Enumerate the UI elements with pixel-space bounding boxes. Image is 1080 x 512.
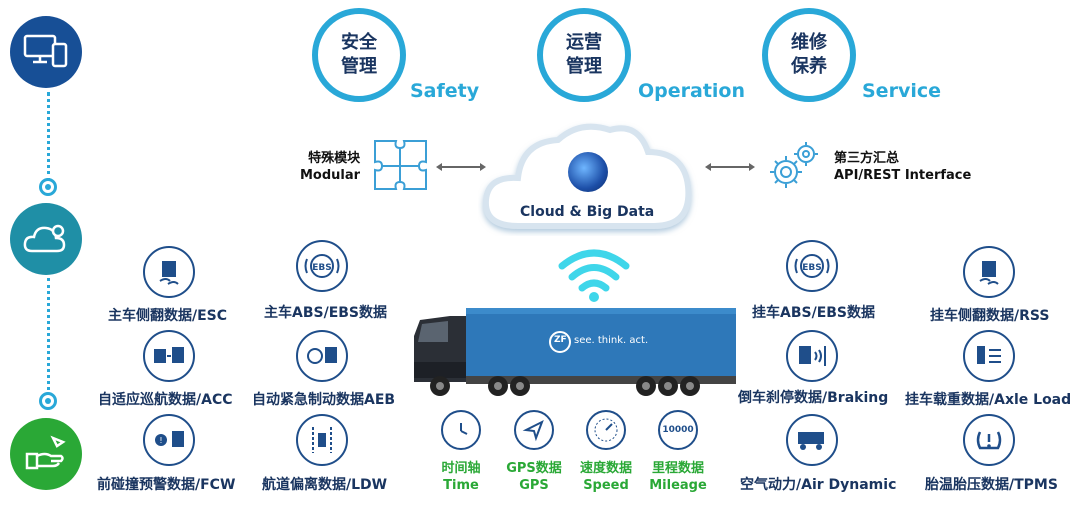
feature-label-rss: 挂车侧翻数据/RSS (930, 308, 1050, 324)
metric-time-en: Time (443, 478, 479, 493)
svg-text:!: ! (159, 436, 162, 445)
feature-label-ebs-main: 主车ABS/EBS数据 (264, 305, 388, 321)
api-cn: 第三方汇总 (834, 151, 900, 166)
fcw-icon: ! (143, 414, 195, 466)
truck-rollover-icon (143, 246, 195, 298)
wifi-icon (556, 246, 632, 308)
trailer-rollover-icon (963, 246, 1015, 298)
truck-slogan: see. think. act. (574, 335, 649, 346)
modular-cn: 特殊模块 (308, 151, 361, 166)
air-dynamic-icon (786, 414, 838, 466)
modular-en: Modular (300, 168, 361, 183)
metric-speed-en: Speed (583, 478, 629, 493)
ldw-icon (296, 414, 348, 466)
gps-arrow-icon (514, 410, 554, 450)
service-cn: 维修 保养 (791, 32, 827, 77)
operation-label: Operation (638, 80, 746, 102)
axle-load-icon (963, 330, 1015, 382)
metric-mileage: 里程数据 Mileage (638, 460, 718, 494)
puzzle-icon (372, 138, 430, 196)
api-text: 第三方汇总 API/REST Interface (834, 150, 971, 184)
feature-label-ldw: 航道偏离数据/LDW (262, 477, 388, 493)
cloud-gear-icon (10, 203, 82, 275)
feature-label-braking: 倒车刹停数据/Braking (738, 390, 889, 406)
metric-gps: GPS数据 GPS (494, 460, 574, 494)
feature-label-esc: 主车侧翻数据/ESC (108, 308, 228, 324)
hand-wrench-icon (10, 418, 82, 490)
aeb-icon (296, 330, 348, 382)
safety-circle: 安全 管理 (312, 8, 406, 102)
feature-label-acc: 自适应巡航数据/ACC (98, 392, 233, 408)
truck-logo: ZF (554, 335, 567, 345)
feature-label-air-dynamic: 空气动力/Air Dynamic (740, 477, 897, 493)
safety-label: Safety (410, 80, 480, 102)
operation-cn: 运营 管理 (566, 32, 602, 77)
modular-text: 特殊模块 Modular (300, 150, 360, 184)
odometer-value: 10000 (662, 425, 694, 435)
svg-text:EBS: EBS (312, 263, 332, 273)
feature-label-aeb: 自动紧急制动数据AEB (252, 392, 396, 408)
rail-dot-2 (39, 392, 57, 410)
ebs-icon-right: EBS (786, 240, 838, 292)
rail-line-top (47, 92, 50, 182)
metric-mileage-cn: 里程数据 (651, 461, 704, 476)
api-en: API/REST Interface (834, 168, 972, 183)
speedometer-icon (586, 410, 626, 450)
tpms-icon (963, 414, 1015, 466)
metric-gps-cn: GPS数据 (506, 461, 562, 476)
service-label: Service (862, 80, 941, 102)
safety-cn: 安全 管理 (341, 32, 377, 77)
rail-line-bottom (47, 278, 50, 390)
arrow-modular-cloud (434, 158, 488, 177)
cloud-label: Cloud & Big Data (520, 204, 655, 220)
odometer-icon: 10000 (658, 410, 698, 450)
reverse-braking-icon (786, 330, 838, 382)
devices-icon (10, 16, 82, 88)
service-circle: 维修 保养 (762, 8, 856, 102)
metric-mileage-en: Mileage (649, 478, 707, 493)
metric-time-cn: 时间轴 (441, 461, 481, 476)
rail-dot-1 (39, 178, 57, 196)
truck-illustration (410, 306, 738, 398)
feature-label-axle-load: 挂车载重数据/Axle Load (905, 392, 1072, 408)
svg-text:EBS: EBS (802, 263, 822, 273)
metric-time: 时间轴 Time (421, 460, 501, 494)
feature-label-tpms: 胎温胎压数据/TPMS (925, 477, 1058, 493)
feature-label-ebs-trailer: 挂车ABS/EBS数据 (752, 305, 876, 321)
metric-speed: 速度数据 Speed (566, 460, 646, 494)
metric-gps-en: GPS (519, 478, 549, 493)
clock-icon (441, 410, 481, 450)
globe-icon (568, 152, 608, 192)
feature-label-fcw: 前碰撞预警数据/FCW (97, 477, 236, 493)
operation-circle: 运营 管理 (537, 8, 631, 102)
arrow-cloud-api (703, 158, 757, 177)
ebs-icon-left: EBS (296, 240, 348, 292)
metric-speed-cn: 速度数据 (579, 461, 632, 476)
acc-icon (143, 330, 195, 382)
gears-icon (766, 140, 822, 196)
